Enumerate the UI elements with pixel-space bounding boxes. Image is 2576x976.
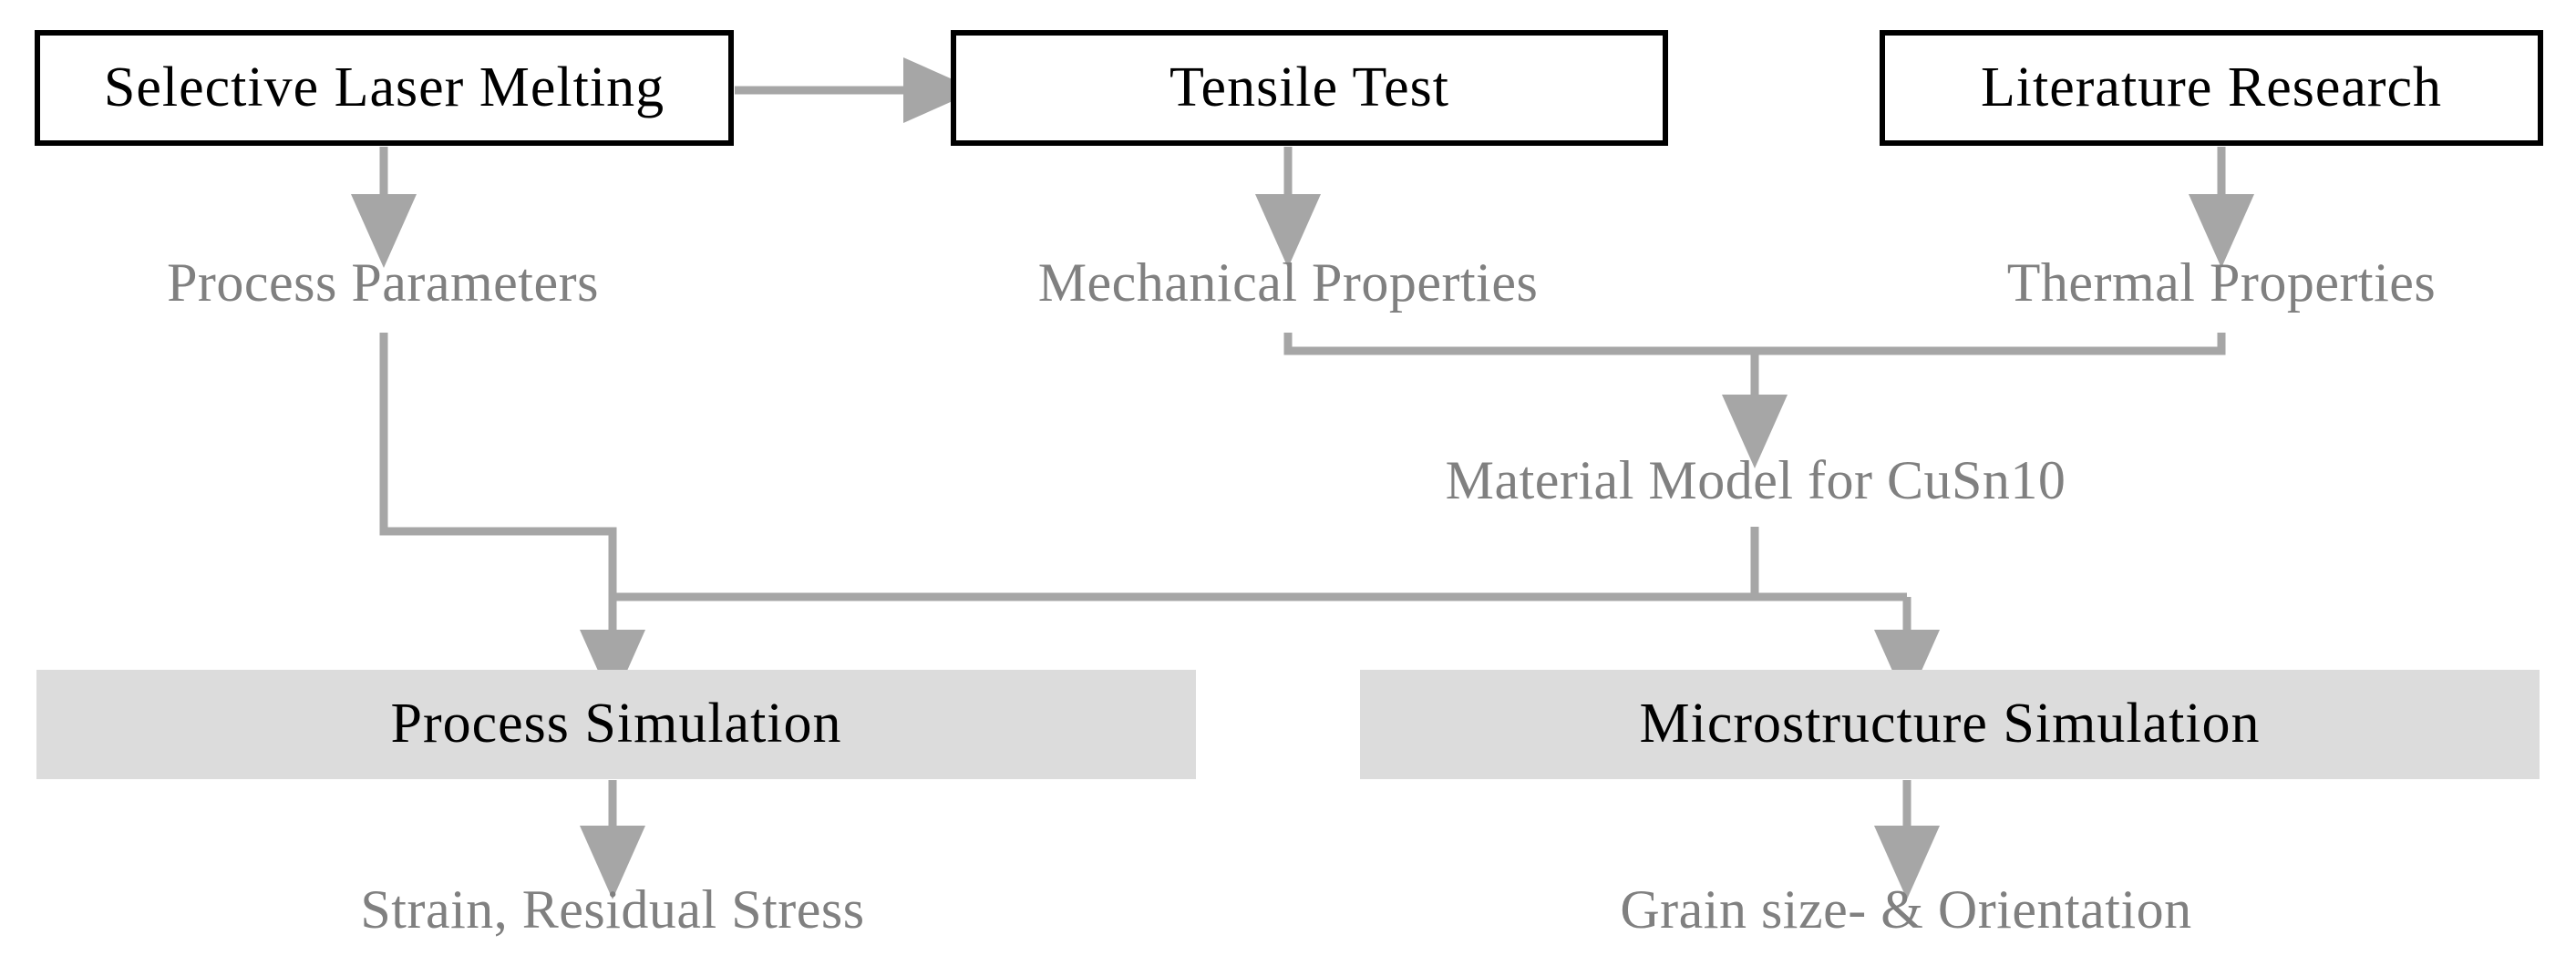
node-thermal-properties: Thermal Properties	[1964, 248, 2478, 317]
edge-properties-merge-to-material-model	[1283, 333, 2226, 468]
node-label: Strain, Residual Stress	[360, 878, 865, 940]
node-label: Literature Research	[1980, 56, 2443, 118]
node-microstructure-simulation[interactable]: Microstructure Simulation	[1360, 670, 2540, 779]
node-label: Material Model for CuSn10	[1445, 449, 2066, 510]
node-label: Selective Laser Melting	[103, 56, 665, 118]
node-grain-size-orientation: Grain size- & Orientation	[1610, 875, 2202, 944]
node-label: Thermal Properties	[2006, 252, 2437, 313]
node-strain-residual-stress: Strain, Residual Stress	[339, 875, 886, 944]
node-process-parameters: Process Parameters	[118, 248, 647, 317]
node-label: Process Parameters	[167, 252, 599, 313]
node-label: Grain size- & Orientation	[1620, 878, 2192, 940]
node-process-simulation[interactable]: Process Simulation	[36, 670, 1196, 779]
edge-material-model-to-simulations	[613, 527, 1940, 704]
node-mechanical-properties: Mechanical Properties	[982, 248, 1594, 317]
edge-process-parameters-to-process-simulation	[379, 333, 645, 704]
node-tensile-test[interactable]: Tensile Test	[951, 30, 1668, 146]
node-material-model: Material Model for CuSn10	[1378, 446, 2133, 515]
node-label: Tensile Test	[1170, 56, 1449, 118]
node-selective-laser-melting[interactable]: Selective Laser Melting	[35, 30, 734, 146]
node-literature-research[interactable]: Literature Research	[1880, 30, 2543, 146]
node-label: Process Simulation	[390, 693, 842, 755]
node-label: Microstructure Simulation	[1639, 693, 2261, 755]
node-label: Mechanical Properties	[1037, 252, 1539, 313]
